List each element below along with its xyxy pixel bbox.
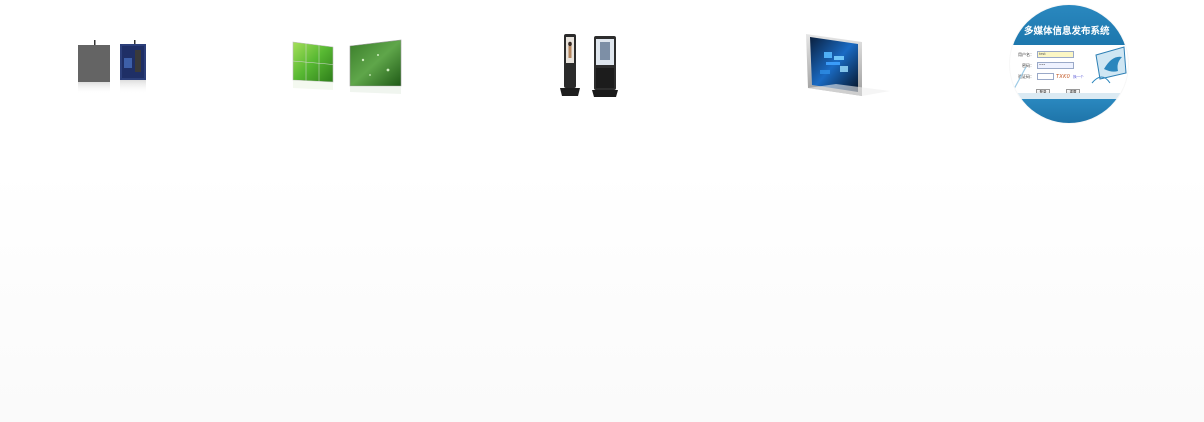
captcha-refresh-link[interactable]: 换一个 [1073,74,1084,79]
wall-display-icon [806,34,890,96]
product-kiosk[interactable] [556,0,626,130]
login-banner [1010,5,1128,45]
username-label: 用户名： [1018,51,1034,57]
password-field[interactable]: ••• [1037,62,1074,69]
password-row: 密码：••• [1012,62,1074,69]
led-cabinet-icon [78,40,146,94]
captcha-label: 验证码： [1018,73,1034,79]
video-wall-icon [292,39,402,94]
login-footer [1010,99,1128,123]
product-wall-display[interactable] [796,0,896,130]
decor-graphic [1091,46,1127,84]
decor-stroke [1013,66,1027,90]
captcha-field[interactable] [1037,73,1054,80]
captcha-image: TXK0 [1056,73,1071,80]
username-field[interactable]: test [1037,51,1074,58]
product-led-cabinet[interactable] [74,0,154,130]
kiosk-icon [560,34,618,97]
username-row: 用户名：test [1012,51,1074,58]
product-video-wall[interactable] [288,0,408,130]
login-system-title: 多媒体信息发布系统 [1024,26,1110,37]
login-footer-line [1010,93,1128,99]
password-label: 密码： [1022,62,1034,68]
